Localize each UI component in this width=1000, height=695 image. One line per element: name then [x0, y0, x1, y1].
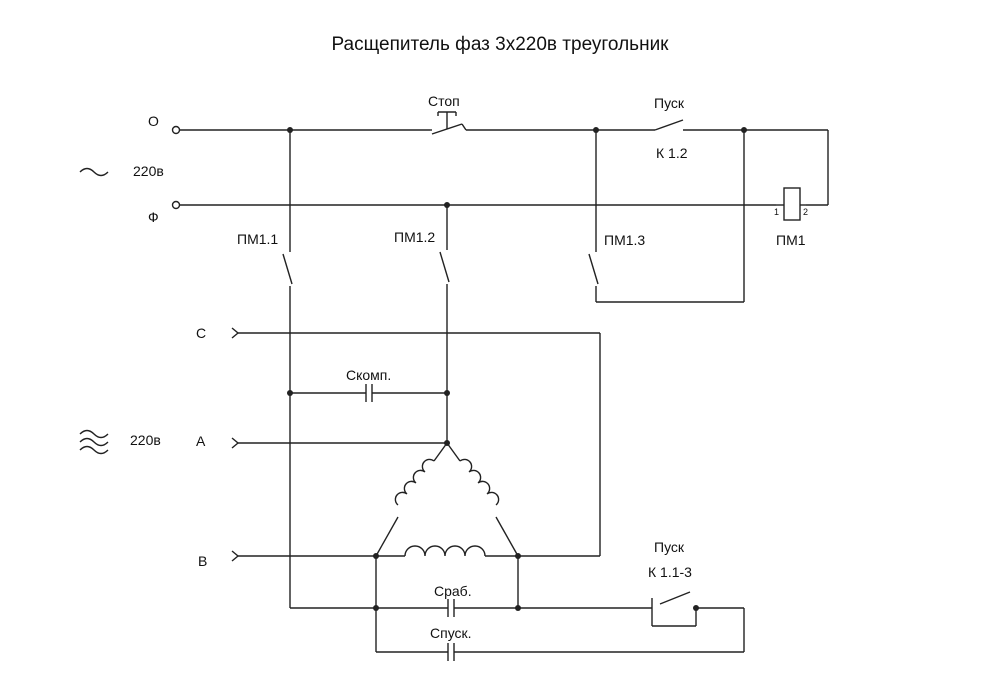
start-button-k113: [651, 591, 745, 652]
label-pm13: ПМ1.3: [604, 232, 645, 248]
line-o: [171, 125, 829, 205]
label-f: Ф: [148, 209, 159, 225]
line-f: [171, 200, 828, 210]
coil-pm1: 1 2: [774, 187, 808, 221]
label-o: О: [148, 113, 159, 129]
phase-c-line: [231, 327, 601, 557]
label-220-single: 220в: [133, 163, 164, 179]
label-c-pusk: Спуск.: [430, 625, 472, 641]
contact-pm13: [588, 130, 745, 303]
capacitor-pusk: [376, 643, 744, 661]
contact-pm11: [282, 130, 293, 608]
label-pm12: ПМ1.2: [394, 229, 435, 245]
three-phase-ac-symbol: [79, 429, 109, 455]
label-k113: К 1.1-3: [648, 564, 692, 580]
single-phase-ac-symbol: [79, 167, 109, 177]
label-pm11: ПМ1.1: [237, 231, 278, 247]
terminal-o: [171, 125, 181, 135]
label-pm1: ПМ1: [776, 232, 806, 248]
label-pusk-2: Пуск: [654, 539, 685, 555]
stop-button: [430, 111, 467, 135]
diagram-title: Расщепитель фаз 3х220в треугольник: [331, 34, 669, 55]
label-220-three: 220в: [130, 432, 161, 448]
phase-b-line: [231, 550, 376, 562]
phase-a-line: [231, 437, 447, 449]
svg-text:1: 1: [774, 207, 779, 217]
terminal-f: [171, 200, 181, 210]
label-stop: Стоп: [428, 93, 460, 109]
label-k12: К 1.2: [656, 145, 688, 161]
label-c-rab: Сраб.: [434, 583, 472, 599]
capacitor-komp: [290, 384, 447, 402]
label-phase-b: B: [198, 553, 207, 569]
start-button-k12: [654, 119, 684, 131]
svg-text:2: 2: [803, 207, 808, 217]
label-pusk: Пуск: [654, 95, 685, 111]
capacitor-rab: [290, 556, 652, 652]
contact-pm12: [439, 205, 450, 443]
label-phase-a: A: [196, 433, 206, 449]
junction-dots: [287, 127, 747, 611]
label-c-komp: Скомп.: [346, 367, 391, 383]
motor-delta-windings: [375, 442, 519, 557]
label-phase-c: C: [196, 325, 206, 341]
